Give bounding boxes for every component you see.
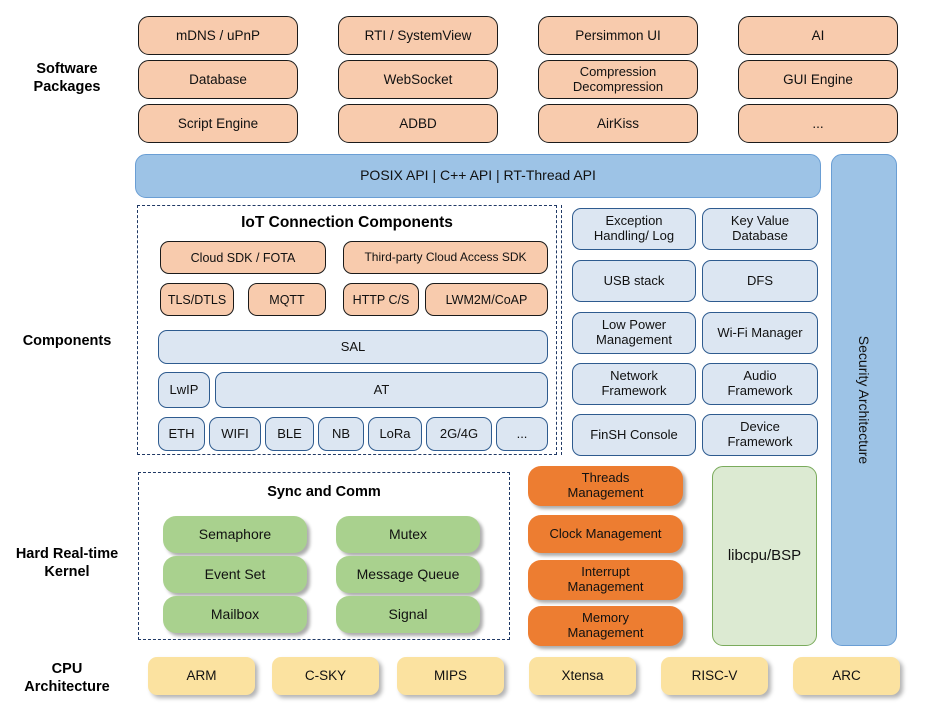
kernel-signal[interactable]: Signal [336, 596, 480, 633]
iot-mqtt[interactable]: MQTT [248, 283, 326, 316]
iot-link-lora[interactable]: LoRa [368, 417, 422, 451]
iot-third-party-cloud-access-sdk[interactable]: Third-party Cloud Access SDK [343, 241, 548, 274]
package-database[interactable]: Database [138, 60, 298, 99]
component-key-value-database[interactable]: Key Value Database [702, 208, 818, 250]
cpu-arch-mips[interactable]: MIPS [397, 657, 504, 695]
kernel-event-set[interactable]: Event Set [163, 556, 307, 593]
tier-label-cpu-architecture: CPU Architecture [24, 660, 110, 695]
iot-connection-components-frame [137, 205, 557, 455]
package-adbd[interactable]: ADBD [338, 104, 498, 143]
kernel-interrupt-management[interactable]: Interrupt Management [528, 560, 683, 600]
package-airkiss[interactable]: AirKiss [538, 104, 698, 143]
cpu-arch-risc-v[interactable]: RISC-V [661, 657, 768, 695]
kernel-clock-management[interactable]: Clock Management [528, 515, 683, 553]
package-persimmon-ui[interactable]: Persimmon UI [538, 16, 698, 55]
kernel-message-queue[interactable]: Message Queue [336, 556, 480, 593]
iot-link-nb[interactable]: NB [318, 417, 364, 451]
tier-label-hard-real-time-kernel: Hard Real-time Kernel [15, 545, 119, 580]
component-device-framework[interactable]: Device Framework [702, 414, 818, 456]
iot-cloud-sdk-fota[interactable]: Cloud SDK / FOTA [160, 241, 326, 274]
cpu-arch-c-sky[interactable]: C-SKY [272, 657, 379, 695]
iot-lwm2m-coap[interactable]: LWM2M/CoAP [425, 283, 548, 316]
kernel-mutex[interactable]: Mutex [336, 516, 480, 553]
kernel-memory-management[interactable]: Memory Management [528, 606, 683, 646]
kernel-mailbox[interactable]: Mailbox [163, 596, 307, 633]
component-finsh-console[interactable]: FinSH Console [572, 414, 696, 456]
component-audio-framework[interactable]: Audio Framework [702, 363, 818, 405]
package-gui-engine[interactable]: GUI Engine [738, 60, 898, 99]
iot-link-2g-4g[interactable]: 2G/4G [426, 417, 492, 451]
iot-link-eth[interactable]: ETH [158, 417, 205, 451]
package-mdns-upnp[interactable]: mDNS / uPnP [138, 16, 298, 55]
component-network-framework[interactable]: Network Framework [572, 363, 696, 405]
iot-connection-components-title: IoT Connection Components [241, 214, 453, 231]
iot-lwip[interactable]: LwIP [158, 372, 210, 408]
component-dfs[interactable]: DFS [702, 260, 818, 302]
component-wifi-manager[interactable]: Wi-Fi Manager [702, 312, 818, 354]
sync-and-comm-title: Sync and Comm [267, 484, 381, 500]
cpu-arch-arm[interactable]: ARM [148, 657, 255, 695]
security-architecture-bar: Security Architecture [831, 154, 897, 646]
package-ai[interactable]: AI [738, 16, 898, 55]
iot-link-wifi[interactable]: WIFI [209, 417, 261, 451]
cpu-arch-xtensa[interactable]: Xtensa [529, 657, 636, 695]
package-ellipsis[interactable]: ... [738, 104, 898, 143]
tier-label-components: Components [22, 332, 112, 349]
iot-sal[interactable]: SAL [158, 330, 548, 364]
sync-and-comm-frame [138, 472, 510, 640]
component-exception-handling-log[interactable]: Exception Handling/ Log [572, 208, 696, 250]
api-bar: POSIX API | C++ API | RT-Thread API [135, 154, 821, 198]
components-right-frame [561, 205, 821, 455]
tier-label-software-packages: Software Packages [33, 60, 101, 95]
security-architecture-label: Security Architecture [856, 335, 872, 465]
package-compression-decompression[interactable]: Compression Decompression [538, 60, 698, 99]
package-websocket[interactable]: WebSocket [338, 60, 498, 99]
kernel-threads-management[interactable]: Threads Management [528, 466, 683, 506]
kernel-semaphore[interactable]: Semaphore [163, 516, 307, 553]
iot-link-ellipsis[interactable]: ... [496, 417, 548, 451]
iot-link-ble[interactable]: BLE [265, 417, 314, 451]
component-low-power-management[interactable]: Low Power Management [572, 312, 696, 354]
package-rti-systemview[interactable]: RTI / SystemView [338, 16, 498, 55]
cpu-arch-arc[interactable]: ARC [793, 657, 900, 695]
component-usb-stack[interactable]: USB stack [572, 260, 696, 302]
iot-at[interactable]: AT [215, 372, 548, 408]
iot-tls-dtls[interactable]: TLS/DTLS [160, 283, 234, 316]
package-script-engine[interactable]: Script Engine [138, 104, 298, 143]
kernel-libcpu-bsp[interactable]: libcpu/BSP [712, 466, 817, 646]
iot-http-cs[interactable]: HTTP C/S [343, 283, 419, 316]
